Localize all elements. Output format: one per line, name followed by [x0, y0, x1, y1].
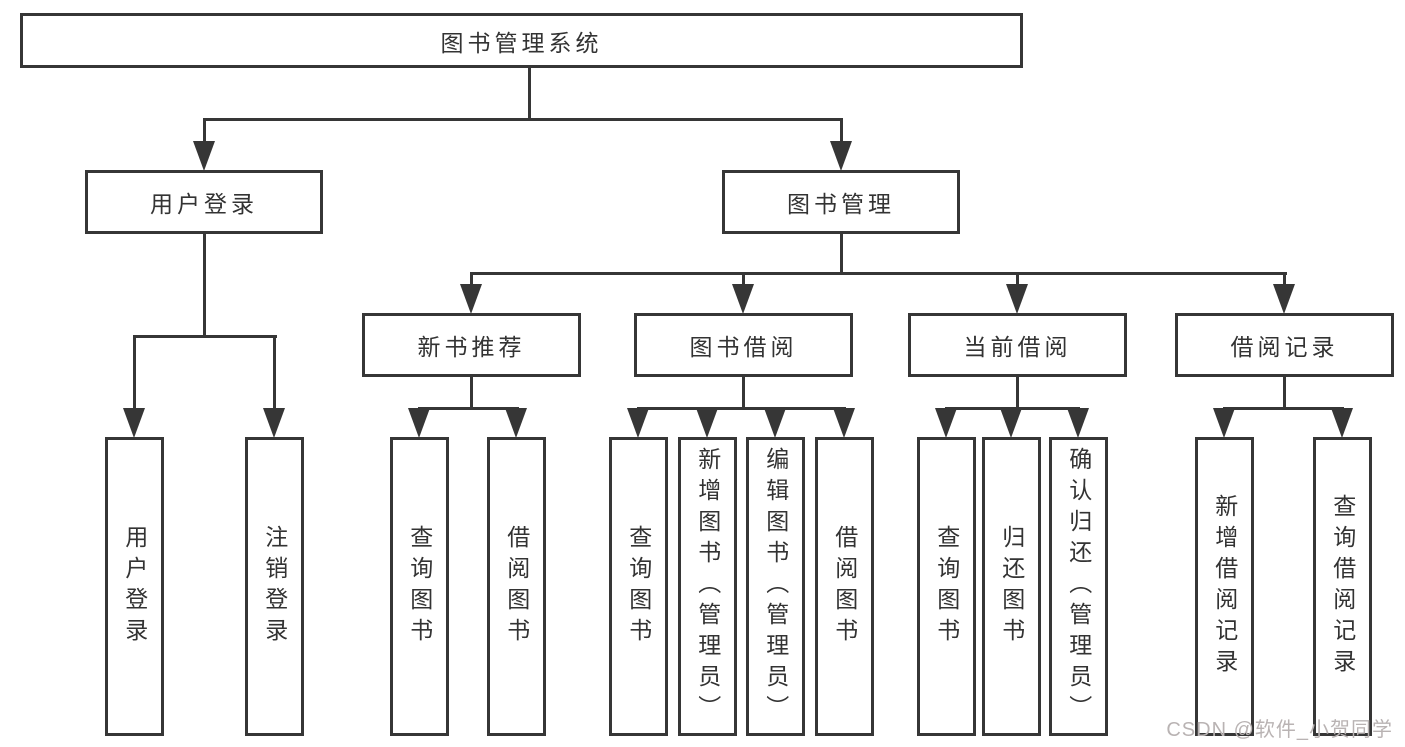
connector-line-v: [273, 335, 276, 411]
leaf-cb-query-books: 查询图书: [917, 437, 976, 736]
leaf-br-add-record: 新增借阅记录: [1195, 437, 1254, 736]
arrow-down-icon: [833, 408, 855, 438]
leaf-bb-edit-books-admin: 编辑图书（管理员）: [746, 437, 805, 736]
arrow-down-icon: [1213, 408, 1235, 438]
node-library-system: 图书管理系统: [20, 13, 1023, 68]
leaf-user-login: 用户登录: [105, 437, 164, 736]
connector-line-v: [1016, 377, 1019, 410]
arrow-down-icon: [696, 408, 718, 438]
connector-line-v: [1283, 377, 1286, 410]
leaf-bb-borrow-books: 借阅图书: [815, 437, 874, 736]
leaf-cb-query-books-label: 查询图书: [933, 524, 960, 649]
leaf-bb-borrow-books-label: 借阅图书: [831, 524, 858, 649]
connector-line-h: [133, 335, 277, 338]
connector-line-v: [742, 272, 745, 286]
connector-line-v: [133, 335, 136, 411]
connector-line-v: [1283, 272, 1286, 286]
arrow-down-icon: [1273, 284, 1295, 314]
leaf-nbr-query-books-label: 查询图书: [406, 524, 433, 649]
connector-line-v: [203, 118, 206, 144]
arrow-down-icon: [1006, 284, 1028, 314]
arrow-down-icon: [460, 284, 482, 314]
arrow-down-icon: [123, 408, 145, 438]
node-user-login: 用户登录: [85, 170, 323, 234]
connector-line-h: [203, 118, 843, 121]
node-current-borrow-label: 当前借阅: [963, 334, 1072, 360]
arrow-down-icon: [408, 408, 430, 438]
connector-line-v: [840, 234, 843, 275]
leaf-cb-confirm-return-admin-label: 确认归还（管理员）: [1065, 447, 1092, 726]
arrow-down-icon: [830, 141, 852, 171]
node-new-book-recommend: 新书推荐: [362, 313, 581, 377]
arrow-down-icon: [732, 284, 754, 314]
leaf-br-query-record-label: 查询借阅记录: [1329, 493, 1356, 680]
leaf-user-login-label: 用户登录: [121, 524, 148, 649]
node-book-management: 图书管理: [722, 170, 960, 234]
leaf-nbr-query-books: 查询图书: [390, 437, 449, 736]
node-current-borrow: 当前借阅: [908, 313, 1127, 377]
leaf-bb-add-books-admin-label: 新增图书（管理员）: [694, 447, 721, 726]
leaf-logout: 注销登录: [245, 437, 304, 736]
node-borrow-records: 借阅记录: [1175, 313, 1394, 377]
leaf-cb-return-books-label: 归还图书: [998, 524, 1025, 649]
leaf-bb-query-books-label: 查询图书: [625, 524, 652, 649]
arrow-down-icon: [935, 408, 957, 438]
connector-line-h: [418, 407, 519, 410]
leaf-nbr-borrow-books: 借阅图书: [487, 437, 546, 736]
leaf-nbr-borrow-books-label: 借阅图书: [503, 524, 530, 649]
arrow-down-icon: [1067, 408, 1089, 438]
csdn-watermark: CSDN @软件_小贺同学: [1166, 719, 1393, 741]
connector-line-v: [742, 377, 745, 410]
node-book-borrow-label: 图书借阅: [689, 334, 798, 360]
connector-line-v: [528, 68, 531, 120]
connector-line-h: [1223, 407, 1344, 410]
connector-line-v: [840, 118, 843, 144]
leaf-logout-label: 注销登录: [261, 524, 288, 649]
connector-line-h: [637, 407, 846, 410]
node-new-book-recommend-label: 新书推荐: [417, 334, 526, 360]
arrow-down-icon: [627, 408, 649, 438]
arrow-down-icon: [505, 408, 527, 438]
arrow-down-icon: [263, 408, 285, 438]
leaf-br-add-record-label: 新增借阅记录: [1211, 493, 1238, 680]
node-book-management-label: 图书管理: [787, 191, 895, 217]
leaf-bb-edit-books-admin-label: 编辑图书（管理员）: [762, 447, 789, 726]
connector-line-v: [470, 377, 473, 410]
node-user-login-label: 用户登录: [150, 191, 258, 217]
connector-line-v: [470, 272, 473, 286]
leaf-bb-query-books: 查询图书: [609, 437, 668, 736]
arrow-down-icon: [1331, 408, 1353, 438]
arrow-down-icon: [764, 408, 786, 438]
node-borrow-records-label: 借阅记录: [1230, 334, 1339, 360]
connector-line-v: [203, 234, 206, 338]
leaf-cb-confirm-return-admin: 确认归还（管理员）: [1049, 437, 1108, 736]
leaf-bb-add-books-admin: 新增图书（管理员）: [678, 437, 737, 736]
arrow-down-icon: [193, 141, 215, 171]
connector-line-h: [470, 272, 1287, 275]
leaf-cb-return-books: 归还图书: [982, 437, 1041, 736]
connector-line-v: [1016, 272, 1019, 286]
node-book-borrow: 图书借阅: [634, 313, 853, 377]
arrow-down-icon: [1000, 408, 1022, 438]
leaf-br-query-record: 查询借阅记录: [1313, 437, 1372, 736]
node-library-system-label: 图书管理系统: [440, 29, 603, 56]
